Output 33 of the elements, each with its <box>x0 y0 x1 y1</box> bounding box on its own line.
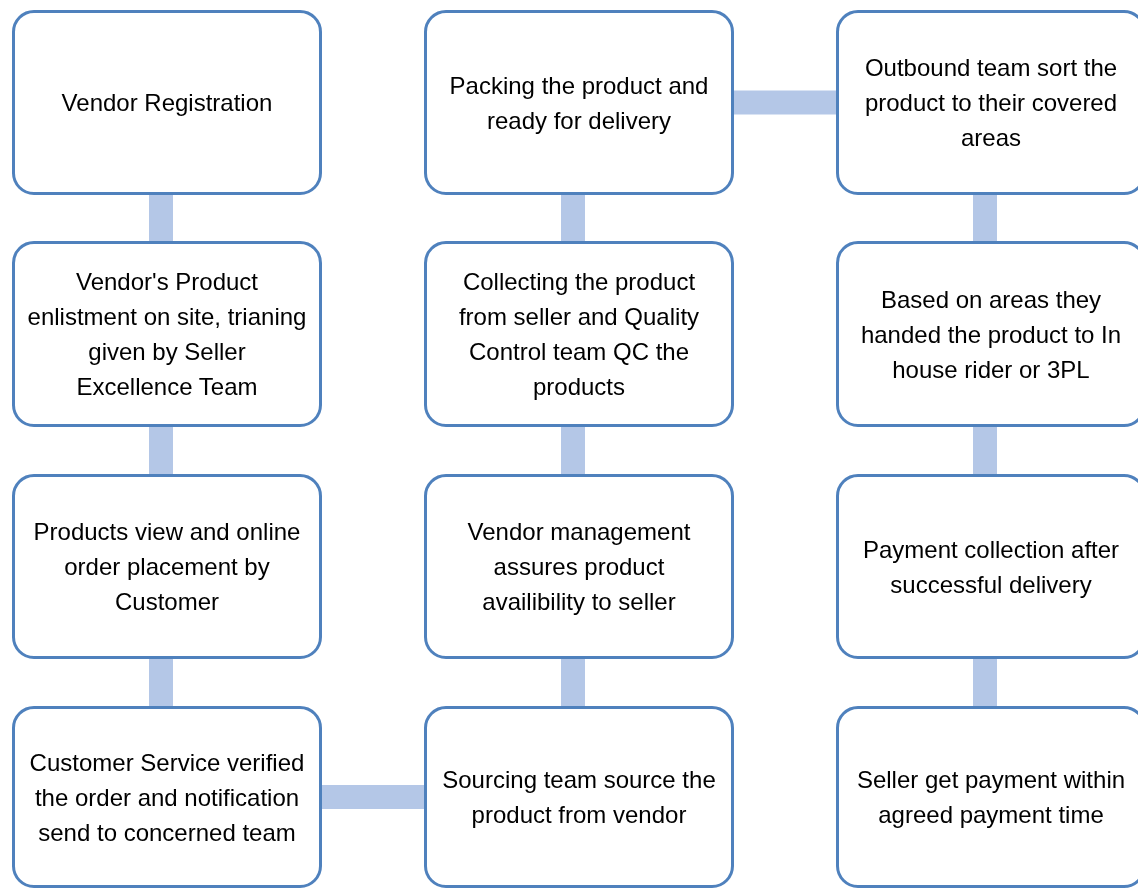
step-text: Sourcing team source the product from vendor <box>441 765 717 830</box>
step-text: Customer Service verified the order and notification send to concerned team <box>28 747 306 848</box>
connector-bar <box>973 427 997 474</box>
step-text: Seller get payment within agreed payment time <box>855 765 1127 830</box>
process-box <box>12 474 322 659</box>
process-box <box>424 10 734 195</box>
connector-bar <box>561 659 585 706</box>
process-box <box>12 241 322 427</box>
connector-bar <box>973 659 997 706</box>
step-text: Packing the product and ready for delivery <box>448 70 710 136</box>
connector-bar <box>149 195 173 241</box>
connector-bar <box>561 427 585 474</box>
process-box <box>836 10 1138 195</box>
step-text: Collecting the product from seller and Quality Control team QC the products <box>457 267 701 402</box>
step-text: Vendor management assures product availibility to seller <box>466 517 692 617</box>
connector-bar <box>973 195 997 241</box>
process-box <box>424 474 734 659</box>
connector-bar <box>561 195 585 241</box>
process-box <box>12 10 322 195</box>
step-text: Products view and online order placement by Customer <box>32 517 302 617</box>
process-box <box>836 706 1138 888</box>
connector-bar <box>149 659 173 706</box>
process-box <box>836 241 1138 427</box>
process-box <box>12 706 322 888</box>
connector-bar <box>149 427 173 474</box>
step-text: Based on areas they handed the product to In house rider or 3PL <box>859 284 1123 385</box>
step-text: Vendor's Product enlistment on site, trianing given by Seller Excellence Team <box>27 267 307 402</box>
step-text: Outbound team sort the product to their covered areas <box>863 53 1119 153</box>
process-box <box>424 241 734 427</box>
process-box <box>836 474 1138 659</box>
step-text: Vendor Registration <box>61 88 273 118</box>
step-text: Payment collection after successful delivery <box>861 534 1121 600</box>
process-box <box>424 706 734 888</box>
